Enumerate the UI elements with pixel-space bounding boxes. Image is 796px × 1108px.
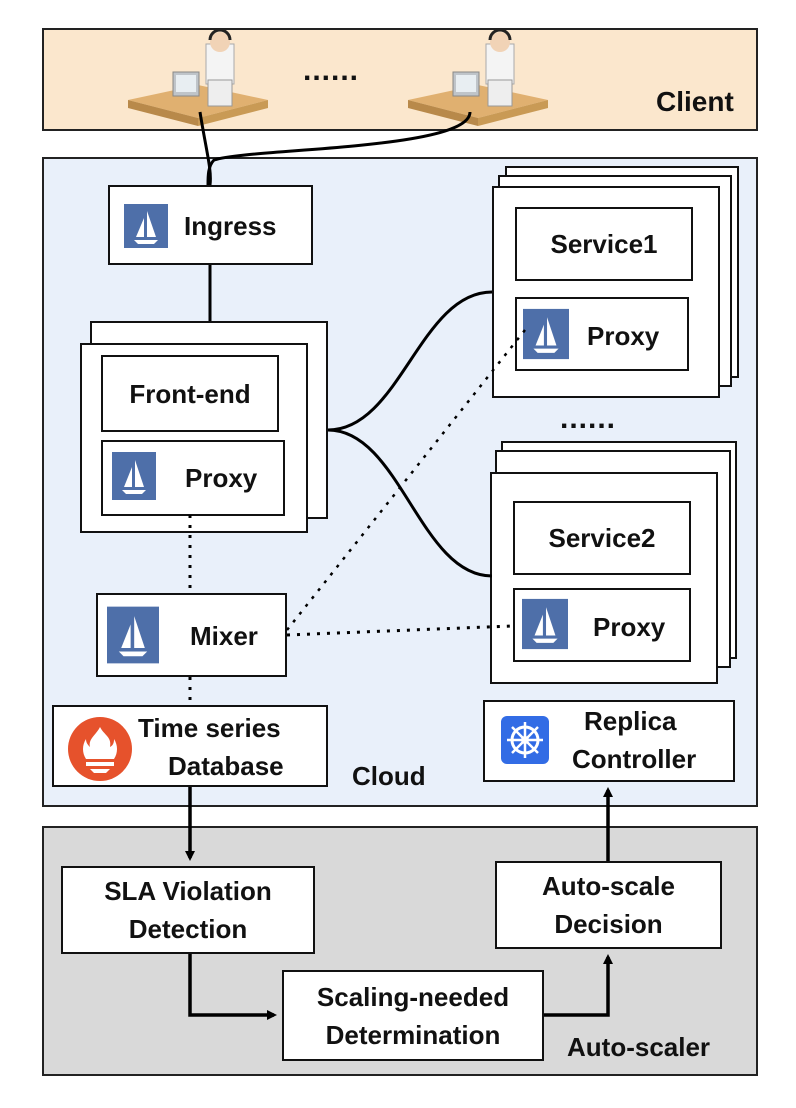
frontend-service-box: Front-end <box>101 355 279 432</box>
frontend-to-service1-wire <box>327 290 493 432</box>
istio-sail-icon <box>522 598 568 655</box>
frontend-box: Front-end Proxy <box>80 343 308 533</box>
decision-line1: Auto-scale <box>542 871 675 901</box>
prometheus-flame-icon <box>68 717 132 786</box>
autoscale-decision-box: Auto-scale Decision <box>495 861 722 949</box>
service2-service-box: Service2 <box>513 501 691 575</box>
service1-proxy-box: Proxy <box>515 297 689 371</box>
sla-to-scaling-arrow <box>188 954 277 1020</box>
client-ellipsis: ...... <box>303 54 360 87</box>
cloud-label: Cloud <box>352 761 426 791</box>
person-at-computer-icon <box>408 28 548 135</box>
istio-sail-icon <box>107 605 159 670</box>
istio-sail-icon <box>124 204 168 253</box>
kubernetes-helm-icon <box>501 716 549 769</box>
replica-line2: Controller <box>572 744 697 774</box>
person-at-computer-icon <box>128 28 268 135</box>
autoscaler-label: Auto-scaler <box>567 1032 711 1062</box>
frontend-proxy-label: Proxy <box>185 463 258 493</box>
mixer-to-service2-proxy-dotted <box>286 624 513 637</box>
ingress-label: Ingress <box>184 211 277 241</box>
replica-line1: Replica <box>584 706 677 736</box>
service2-label: Service2 <box>548 523 656 553</box>
scaling-line2: Determination <box>325 1019 501 1050</box>
istio-sail-icon <box>112 452 156 505</box>
scaling-line1: Scaling-needed <box>316 981 510 1012</box>
client-label: Client <box>656 86 734 117</box>
service2-proxy-box: Proxy <box>513 588 691 662</box>
mixer-box: Mixer <box>96 593 287 677</box>
service2-proxy-label: Proxy <box>593 612 666 642</box>
decision-line2: Decision <box>554 909 663 939</box>
frontend-label: Front-end <box>129 378 251 409</box>
service1-box: Service1 Proxy <box>492 186 720 398</box>
ingress-box: Ingress <box>108 185 313 265</box>
sla-line2: Detection <box>128 914 248 944</box>
scaling-to-decision-arrow <box>544 954 613 1017</box>
scaling-determination-box: Scaling-needed Determination <box>282 970 544 1061</box>
tsdb-box: Time series Database <box>52 705 328 787</box>
services-ellipsis: ...... <box>560 402 617 435</box>
service2-box: Service2 Proxy <box>490 472 718 684</box>
client2-to-ingress-wire <box>206 111 472 186</box>
service1-proxy-label: Proxy <box>587 321 660 351</box>
client1-to-ingress-wire <box>198 111 212 186</box>
sla-detection-box: SLA Violation Detection <box>61 866 315 954</box>
istio-sail-icon <box>523 308 569 365</box>
frontend-to-service2-wire <box>327 428 493 578</box>
replica-box: Replica Controller <box>483 700 735 782</box>
tsdb-line2: Database <box>168 751 284 781</box>
tsdb-line1: Time series <box>138 713 281 743</box>
mixer-to-service1-proxy-dotted <box>286 329 526 631</box>
service1-label: Service1 <box>550 229 658 259</box>
sla-line1: SLA Violation <box>104 876 272 906</box>
frontend-proxy-box: Proxy <box>101 440 285 516</box>
mixer-label: Mixer <box>190 621 258 651</box>
service1-service-box: Service1 <box>515 207 693 281</box>
